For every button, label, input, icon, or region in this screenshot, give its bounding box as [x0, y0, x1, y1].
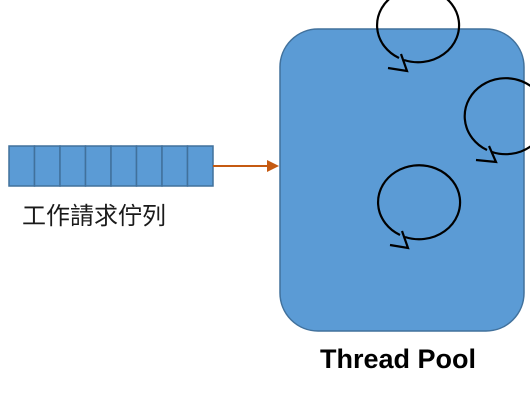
- thread-2-circular-arrow-icon: [463, 77, 530, 164]
- queue-slot: [161, 145, 189, 187]
- queue-slot: [186, 145, 214, 187]
- thread-pool-box: [279, 28, 525, 332]
- queue-slot: [8, 145, 36, 187]
- queue-slot: [110, 145, 138, 187]
- queue-slot: [59, 145, 87, 187]
- thread-3-circular-arrow-icon: [377, 164, 462, 250]
- queue-slot: [33, 145, 61, 187]
- queue-slot: [84, 145, 112, 187]
- queue-slot: [135, 145, 163, 187]
- work-queue-label: 工作請求佇列: [22, 202, 166, 230]
- thread-1-circular-arrow-icon: [376, 0, 461, 73]
- thread-pool-label: Thread Pool: [320, 344, 477, 374]
- work-queue: [8, 145, 214, 187]
